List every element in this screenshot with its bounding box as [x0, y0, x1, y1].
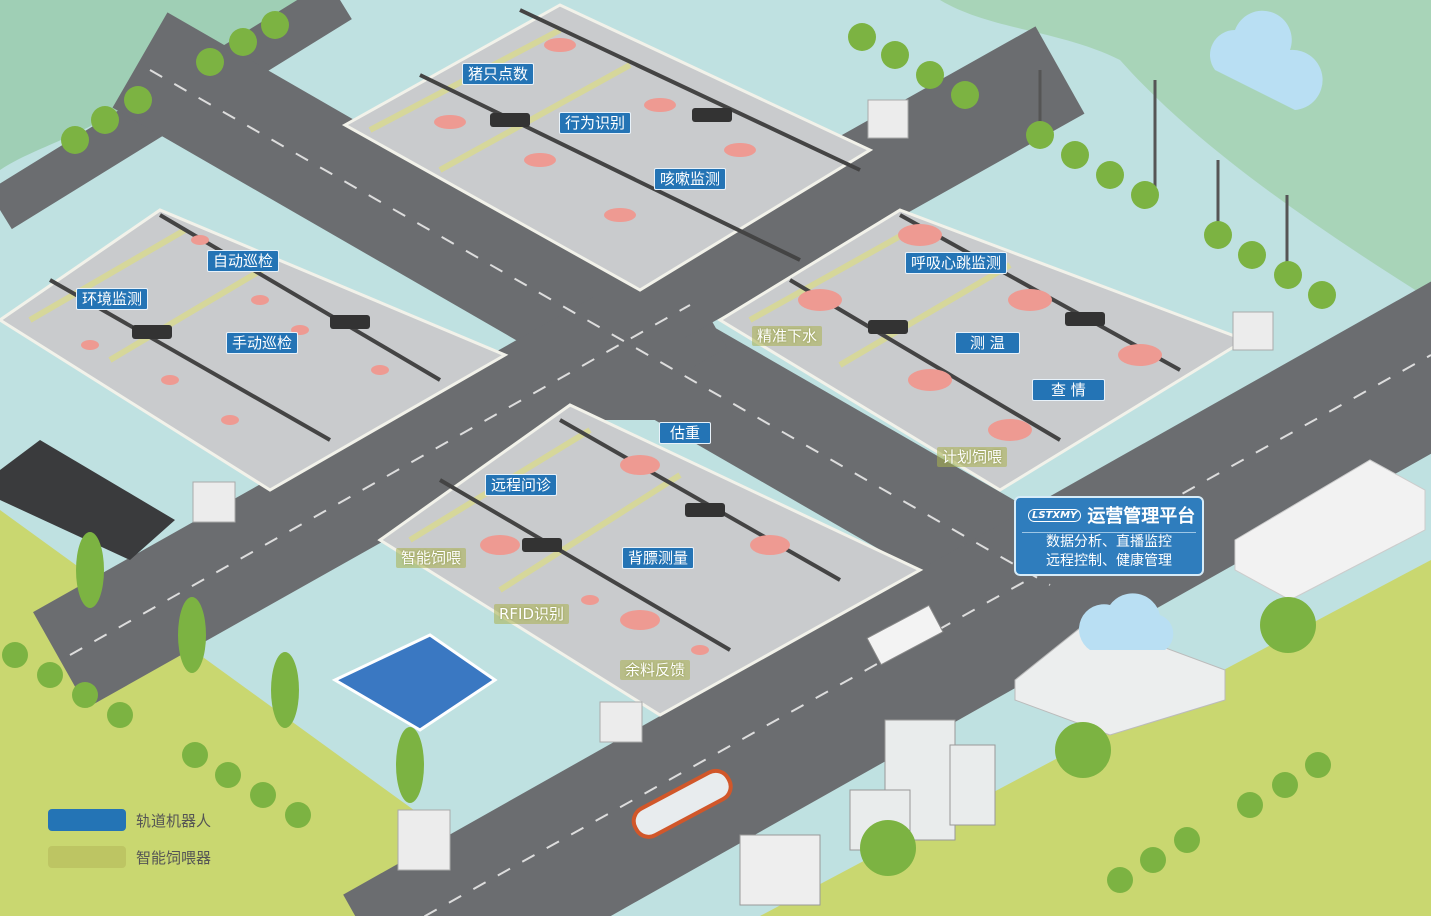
platform-features-2: 远程控制、健康管理 — [1046, 553, 1172, 569]
label-leftover-feedback: 余料反馈 — [620, 660, 691, 680]
label-remote-diagnosis: 远程问诊 — [485, 474, 558, 496]
label-cough-monitoring: 咳嗽监测 — [654, 168, 727, 190]
feeder-rails — [28, 27, 1012, 593]
label-weight-estimate: 估重 — [659, 422, 712, 444]
truck — [866, 604, 944, 666]
cloud-icon — [1078, 593, 1174, 650]
label-precise-water: 精准下水 — [752, 326, 823, 346]
legend: 轨道机器人 智能饲喂器 — [48, 808, 211, 882]
legend-label: 智能饲喂器 — [136, 848, 212, 867]
robot-rails — [49, 8, 1181, 652]
label-environment-monitoring: 环境监测 — [76, 288, 149, 310]
legend-item-smart-feeder: 智能饲喂器 — [48, 845, 211, 869]
platform-title: 运营管理平台 — [1087, 506, 1196, 527]
legend-item-rail-robot: 轨道机器人 — [48, 808, 211, 832]
label-auto-patrol: 自动巡检 — [207, 250, 280, 272]
feed-building — [331, 633, 498, 732]
greenhouse — [1234, 459, 1426, 601]
wind-turbines — [1038, 70, 1289, 270]
cloud-top-right — [1210, 10, 1323, 110]
platform-features-1: 数据分析、直播监控 — [1046, 534, 1172, 550]
trees — [2, 11, 1336, 893]
legend-swatch-blue — [48, 809, 126, 831]
gatehouse — [739, 834, 821, 906]
brand-logo: LSTXMY — [1028, 508, 1082, 522]
label-backfat-measure: 背膘测量 — [622, 547, 695, 569]
label-smart-feeding: 智能饲喂 — [396, 548, 467, 568]
label-behavior-recognition: 行为识别 — [559, 112, 632, 134]
legend-label: 轨道机器人 — [136, 811, 212, 830]
operations-platform-card: LSTXMY 运营管理平台 数据分析、直播监控 远程控制、健康管理 — [1014, 496, 1204, 576]
utility-boxes — [192, 99, 1274, 871]
label-planned-feeding: 计划饲喂 — [937, 447, 1008, 467]
pigs — [81, 38, 1162, 655]
label-rfid: RFID识别 — [494, 604, 570, 624]
label-breath-heartbeat: 呼吸心跳监测 — [905, 252, 1008, 274]
label-temperature: 测 温 — [955, 332, 1020, 354]
tanker-truck — [631, 768, 733, 839]
label-estrus-check: 查 情 — [1032, 379, 1105, 401]
label-pig-count: 猪只点数 — [462, 63, 535, 85]
legend-swatch-green — [48, 846, 126, 868]
label-manual-patrol: 手动巡检 — [226, 332, 299, 354]
barn-left — [0, 440, 175, 560]
track-robots — [132, 108, 1105, 552]
